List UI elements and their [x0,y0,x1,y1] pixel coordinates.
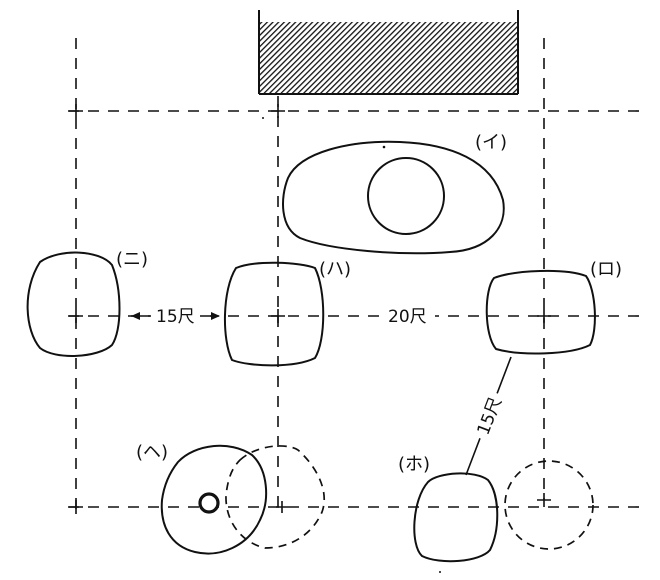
scan-specks [262,117,441,573]
stone-ro-outline [485,269,596,355]
label-he: (ヘ) [136,442,168,463]
grid-lines [68,38,640,510]
stone-he-outline [160,444,268,555]
stone-he-small-circle [198,492,220,514]
stone-i-outline [282,140,505,255]
stone-he: (ヘ) [136,442,268,555]
dimension-ha-ro: 20尺 [383,304,435,328]
stone-ha: (ハ) [224,259,351,367]
dimension-ni-ha: 15尺 [131,304,220,328]
building-block [258,10,519,95]
dimension-ro-ho: 15尺 [465,356,512,476]
dimension-ro-ho-text: 15尺 [474,395,507,438]
dashed-stone-ho-alt-outline [504,460,594,550]
dashed-stone-he-alt [225,445,326,549]
dashed-stone-he-alt-cross [276,501,288,513]
label-ho: (ホ) [398,454,430,475]
label-i: (イ) [475,132,507,153]
label-ha: (ハ) [319,259,351,280]
label-ro: (ロ) [590,259,622,280]
dimension-ni-ha-text: 15尺 [156,307,195,327]
dashed-stone-ho-alt [504,460,594,550]
dashed-stone-he-alt-outline [225,445,326,549]
stone-ho-outline [413,472,499,563]
stone-i: (イ) [282,132,507,255]
stone-ho: (ホ) [398,454,499,563]
stone-ni-outline [26,251,121,357]
dimension-ha-ro-text: 20尺 [388,307,427,327]
stone-ro: (ロ) [485,259,622,355]
stone-i-inner-circle [367,157,445,235]
label-ni: (ニ) [116,249,148,270]
cross-marks [69,104,551,514]
stone-ni: (ニ) [26,249,148,357]
stone-ha-outline [224,261,325,367]
